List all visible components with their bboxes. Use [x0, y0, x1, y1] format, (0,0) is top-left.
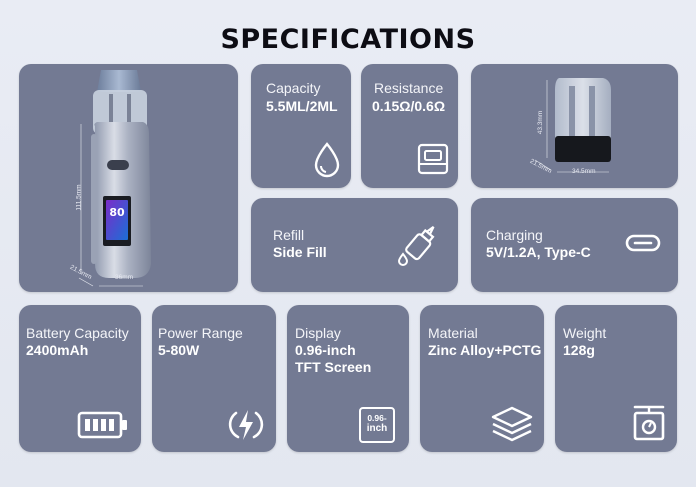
resistance-value: 0.15Ω/0.6Ω — [372, 98, 446, 114]
usb-c-icon — [625, 234, 661, 252]
resistance-card: Resistance 0.15Ω/0.6Ω — [361, 64, 458, 188]
capacity-value: 5.5ML/2ML — [266, 98, 338, 114]
dropper-bottle-icon — [397, 226, 435, 266]
charging-card: Charging 5V/1.2A, Type-C — [471, 198, 678, 292]
device-width-label: 36mm — [115, 274, 134, 281]
drop-icon — [314, 142, 340, 178]
battery-value: 2400mAh — [26, 342, 89, 358]
charging-value: 5V/1.2A, Type-C — [486, 244, 591, 260]
lightning-icon — [228, 410, 264, 440]
weight-card: Weight 128g — [555, 305, 677, 452]
device-card: 80 111.5mm 36mm 21.5mm — [19, 64, 238, 292]
display-label: Display — [295, 325, 341, 341]
screen-size-icon-bottom: inch — [366, 423, 388, 434]
scale-icon — [633, 405, 665, 441]
display-card: Display 0.96-inch TFT Screen 0.96- inch — [287, 305, 409, 452]
pod-image — [534, 78, 611, 173]
pod-height-label: 43.3mm — [537, 110, 545, 135]
display-value-line1: 0.96-inch — [295, 342, 356, 358]
device-height-label: 111.5mm — [75, 184, 83, 211]
device-image: 80 — [78, 70, 151, 287]
weight-label: Weight — [563, 325, 607, 341]
weight-value: 128g — [563, 342, 595, 358]
capacity-label: Capacity — [266, 80, 321, 96]
screen-size-icon: 0.96- inch — [359, 407, 395, 443]
capacity-card: Capacity 5.5ML/2ML — [251, 64, 351, 188]
power-card: Power Range 5-80W — [152, 305, 276, 452]
refill-value: Side Fill — [273, 244, 327, 260]
power-value: 5-80W — [158, 342, 200, 358]
battery-label: Battery Capacity — [26, 325, 129, 341]
material-card: Material Zinc Alloy+PCTG — [420, 305, 544, 452]
layers-icon — [491, 406, 533, 442]
material-label: Material — [428, 325, 478, 341]
pod-width-label: 34.5mm — [572, 168, 596, 175]
screen-size-icon-top: 0.96- — [367, 413, 387, 423]
resistance-label: Resistance — [374, 80, 444, 96]
charging-label: Charging — [486, 227, 543, 243]
refill-label: Refill — [273, 227, 305, 243]
material-value: Zinc Alloy+PCTG — [428, 342, 542, 358]
battery-icon — [77, 411, 127, 439]
battery-card: Battery Capacity 2400mAh — [19, 305, 141, 452]
display-value-line2: TFT Screen — [295, 359, 372, 375]
page-title: SPECIFICATIONS — [220, 24, 476, 55]
refill-card: Refill Side Fill — [251, 198, 458, 292]
pod-card: 43.3mm 34.5mm 21.5mm — [471, 64, 678, 188]
device-screen-value: 80 — [109, 206, 125, 219]
coil-icon — [417, 143, 449, 175]
power-label: Power Range — [158, 325, 243, 341]
